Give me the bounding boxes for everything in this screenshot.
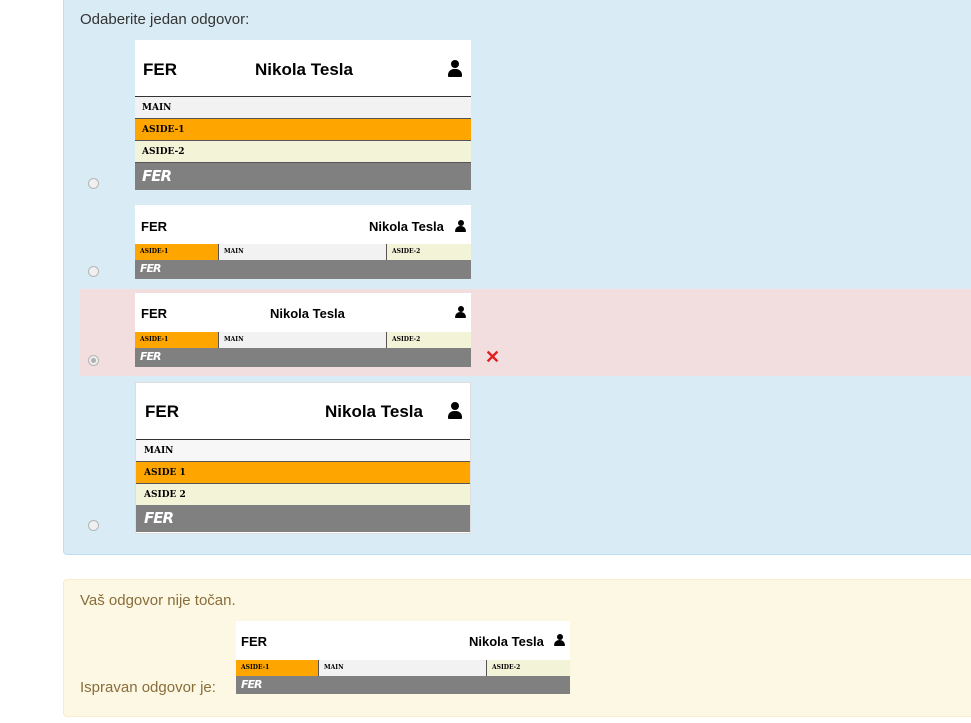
fer-logo: FER <box>144 509 174 527</box>
mock-aside-1: ASIDE-1 <box>135 244 219 260</box>
mock-columns-row: ASIDE-1 MAIN ASIDE-2 <box>135 332 471 348</box>
mock-aside-2: ASIDE-2 <box>387 244 471 260</box>
mock-aside-1: ASIDE 1 <box>136 462 470 484</box>
mock-user-name: Nikola Tesla <box>255 60 353 79</box>
option-1-radio[interactable] <box>88 178 99 189</box>
mock-header: FER Nikola Tesla <box>135 40 471 97</box>
mock-main: MAIN <box>319 660 487 676</box>
mock-main: MAIN <box>136 440 470 462</box>
mock-brand: FER <box>141 306 167 321</box>
mock-aside-2: ASIDE 2 <box>136 484 470 506</box>
mock-columns-row: ASIDE-1 MAIN ASIDE-2 <box>135 244 471 260</box>
user-icon <box>554 634 565 646</box>
feedback-correct-label: Ispravan odgovor je: <box>80 679 216 696</box>
mock-aside-1: ASIDE-1 <box>135 332 219 348</box>
mock-brand: FER <box>145 402 179 421</box>
fer-logo: FER <box>140 262 161 275</box>
fer-logo: FER <box>140 350 161 363</box>
mock-aside-2: ASIDE-2 <box>487 660 570 676</box>
mock-brand: FER <box>143 60 177 79</box>
mock-main: MAIN <box>219 244 387 260</box>
mock-footer: FER <box>135 163 471 190</box>
option-2-image[interactable]: FER Nikola Tesla ASIDE-1 MAIN ASIDE-2 FE… <box>135 205 471 279</box>
question-prompt: Odaberite jedan odgovor: <box>80 11 250 28</box>
mock-brand: FER <box>241 634 267 649</box>
mock-aside-1: ASIDE-1 <box>236 660 319 676</box>
incorrect-icon: ✕ <box>485 347 501 367</box>
option-4-radio[interactable] <box>88 520 99 531</box>
mock-footer: FER <box>135 348 471 367</box>
option-2-radio[interactable] <box>88 266 99 277</box>
user-icon <box>448 402 462 419</box>
fer-logo: FER <box>142 167 172 185</box>
mock-main: MAIN <box>135 97 471 119</box>
mock-header: FER Nikola Tesla <box>135 205 471 245</box>
mock-user-name: Nikola Tesla <box>469 634 544 649</box>
mock-aside-2: ASIDE-2 <box>387 332 471 348</box>
user-icon <box>448 60 462 77</box>
mock-aside-2: ASIDE-2 <box>135 141 471 163</box>
feedback-incorrect: Vaš odgovor nije točan. <box>80 592 236 609</box>
option-3-image[interactable]: FER Nikola Tesla ASIDE-1 MAIN ASIDE-2 FE… <box>135 293 471 367</box>
mock-header: FER Nikola Tesla <box>136 383 470 440</box>
mock-aside-1: ASIDE-1 <box>135 119 471 141</box>
mock-header: FER Nikola Tesla <box>135 293 471 333</box>
mock-user-name: Nikola Tesla <box>325 402 423 421</box>
option-4-image[interactable]: FER Nikola Tesla MAIN ASIDE 1 ASIDE 2 FE… <box>135 382 471 534</box>
fer-logo: FER <box>241 678 262 691</box>
mock-header: FER Nikola Tesla <box>236 621 570 661</box>
mock-footer: FER <box>135 260 471 279</box>
mock-footer: FER <box>236 676 570 694</box>
option-1-image[interactable]: FER Nikola Tesla MAIN ASIDE-1 ASIDE-2 FE… <box>135 40 471 190</box>
option-3-radio[interactable] <box>88 355 99 366</box>
mock-user-name: Nikola Tesla <box>369 219 444 234</box>
user-icon <box>455 220 466 232</box>
mock-footer: FER <box>136 505 470 532</box>
user-icon <box>455 306 466 318</box>
mock-main: MAIN <box>219 332 387 348</box>
mock-columns-row: ASIDE-1 MAIN ASIDE-2 <box>236 660 570 676</box>
correct-answer-image: FER Nikola Tesla ASIDE-1 MAIN ASIDE-2 FE… <box>236 621 570 694</box>
mock-user-name: Nikola Tesla <box>270 306 345 321</box>
mock-brand: FER <box>141 219 167 234</box>
